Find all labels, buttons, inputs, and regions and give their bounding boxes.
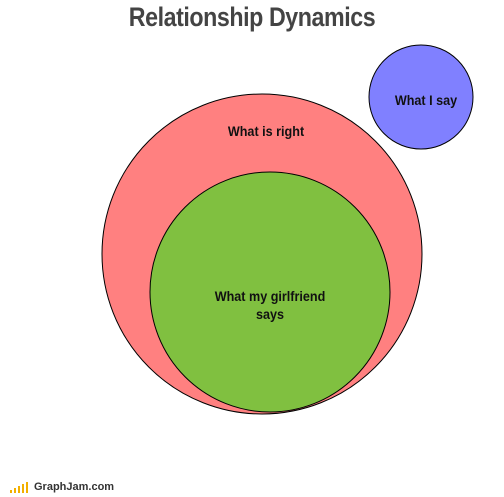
what-my-girlfriend-says-circle bbox=[149, 171, 391, 413]
what-i-say-label: What I say bbox=[394, 92, 458, 108]
site-footer: GraphJam.com bbox=[10, 477, 114, 493]
what-my-girlfriend-says-label: What my girlfriend says bbox=[214, 288, 326, 322]
graphjam-brand[interactable]: GraphJam.com bbox=[34, 481, 115, 493]
what-is-right-label: What is right bbox=[227, 123, 305, 139]
bar-chart-icon bbox=[10, 481, 30, 493]
chart-title: Relationship Dynamics bbox=[128, 2, 376, 32]
what-i-say-circle bbox=[368, 44, 474, 150]
